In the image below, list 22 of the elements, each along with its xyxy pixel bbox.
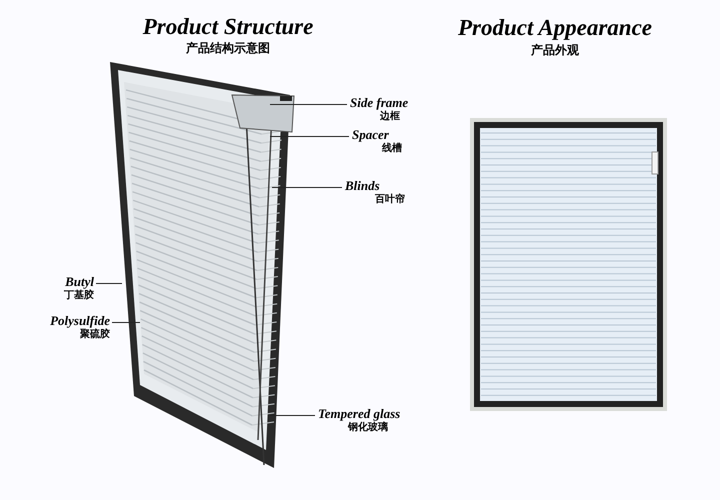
leader-line (270, 415, 316, 416)
callout-translation: 钢化玻璃 (346, 421, 389, 434)
callout-label: Spacer (352, 127, 390, 142)
heading: Product Structure (142, 14, 314, 40)
callout-translation: 百叶帘 (374, 193, 405, 206)
leader-line (112, 322, 140, 323)
heading: Product Appearance (457, 15, 653, 41)
callout-label: Butyl (64, 274, 94, 289)
callout-translation: 聚硫胶 (79, 328, 110, 341)
leader-line (270, 136, 350, 137)
callout-label: Side frame (350, 95, 408, 110)
leader-line (272, 187, 342, 188)
leader-line (270, 104, 348, 105)
callout-translation: 边框 (379, 110, 401, 123)
leader-line (96, 283, 122, 284)
callout-translation: 线槽 (380, 142, 402, 155)
subheading: 产品外观 (530, 42, 580, 59)
callout-label: Tempered glass (318, 406, 400, 421)
callout-label: Blinds (345, 178, 381, 193)
subheading: 产品结构示意图 (185, 40, 271, 57)
callout-label: Polysulfide (49, 313, 110, 328)
callout-translation: 丁基胶 (63, 289, 94, 302)
